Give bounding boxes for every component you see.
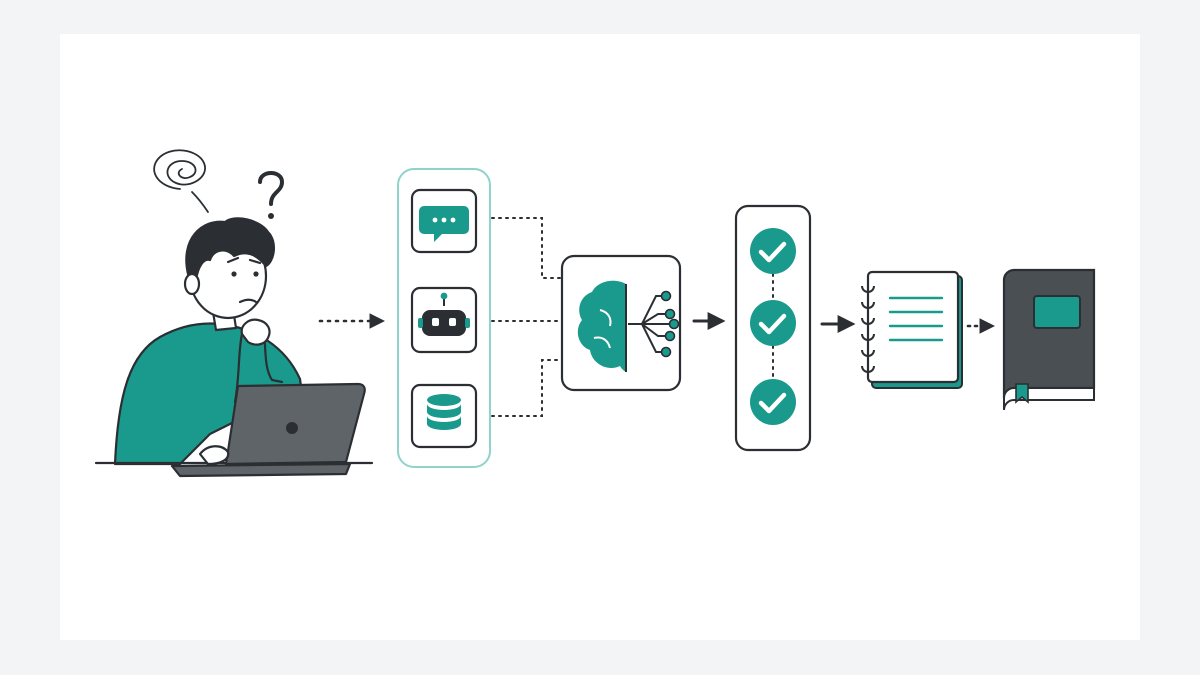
source-chat-icon: [410, 188, 478, 254]
check-circle-icon: [750, 379, 796, 425]
brain-network-icon: [560, 254, 682, 392]
source-connectors: [491, 217, 561, 417]
question-mark-icon: [258, 171, 284, 219]
confused-person-icon: [94, 149, 374, 478]
sources-panel: [397, 168, 491, 468]
notebook-icon: [861, 270, 963, 389]
book-icon: [1002, 268, 1096, 411]
checklist-icon: [734, 204, 812, 452]
workflow-diagram: [94, 149, 1096, 478]
check-circle-icon: [750, 300, 796, 346]
scribble-icon: [153, 149, 209, 213]
source-robot-icon: [410, 286, 478, 354]
source-database-icon: [410, 383, 478, 449]
diagram-canvas: [60, 34, 1140, 640]
check-circle-icon: [750, 228, 796, 274]
